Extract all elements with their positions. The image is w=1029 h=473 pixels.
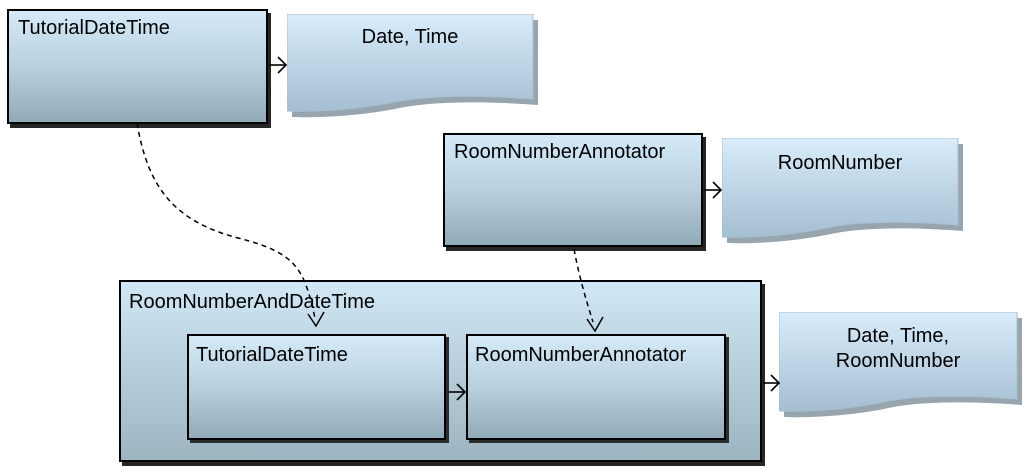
arrow-tutorial-to-date-time	[269, 56, 288, 74]
document-shape-icon	[287, 14, 538, 118]
document-shape-icon	[779, 312, 1022, 418]
output-doc-room-number: RoomNumber	[722, 138, 963, 245]
inner-engine-label-room-number-annotator: RoomNumberAnnotator	[475, 344, 687, 366]
output-label-room-number: RoomNumber	[777, 152, 903, 174]
inner-engine-label-tutorial-datetime: TutorialDateTime	[196, 344, 348, 366]
output-doc-date-time: Date, Time	[287, 14, 538, 119]
output-label-date-time: Date, Time	[361, 26, 459, 48]
engine-label-tutorial-datetime: TutorialDateTime	[18, 17, 170, 39]
engine-box-tutorial-datetime: TutorialDateTime	[7, 9, 268, 124]
inner-engine-box-room-number-annotator: RoomNumberAnnotator	[466, 334, 726, 440]
engine-label-room-number-annotator: RoomNumberAnnotator	[454, 141, 666, 163]
arrow-room-annotator-to-room-number	[704, 181, 723, 199]
engine-box-room-number-annotator: RoomNumberAnnotator	[443, 133, 703, 247]
inner-engine-box-tutorial-datetime: TutorialDateTime	[187, 334, 446, 440]
document-shape-icon	[722, 138, 963, 244]
output-doc-date-time-room-number: Date, Time, RoomNumber	[779, 312, 1022, 419]
aggregate-box-room-number-and-date-time: RoomNumberAndDateTime TutorialDateTime R…	[119, 280, 762, 462]
arrow-aggregate-to-combined-output	[763, 374, 781, 392]
output-label-date-time-room-number: Date, Time, RoomNumber	[835, 325, 961, 372]
aggregate-label: RoomNumberAndDateTime	[129, 291, 376, 313]
